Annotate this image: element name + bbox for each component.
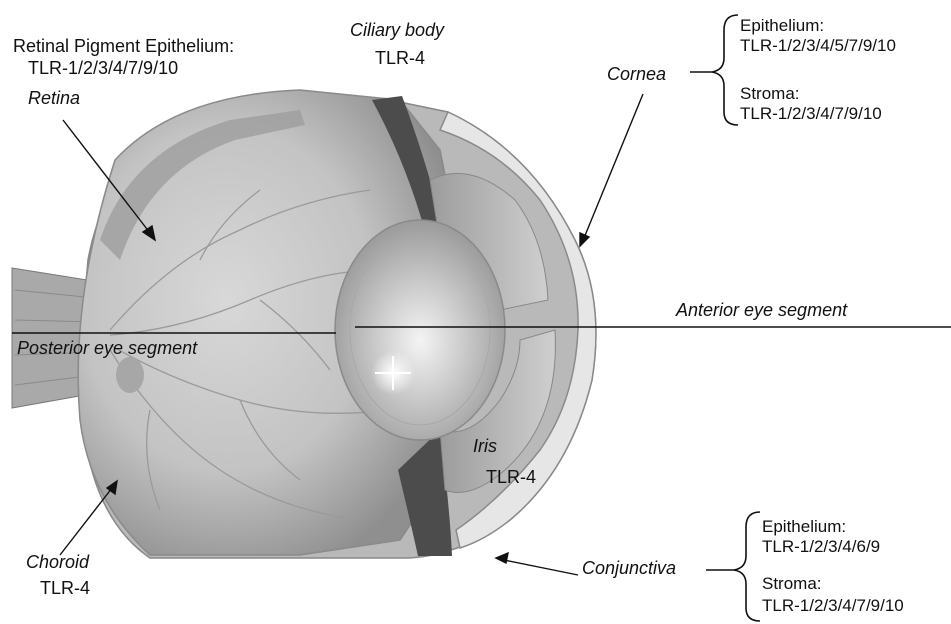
ciliary-body-tlr: TLR-4	[375, 48, 425, 68]
conjunctiva-pointer	[504, 560, 578, 575]
conjunctiva-epithelium-title: Epithelium:	[762, 517, 846, 537]
cornea-epithelium-tlr: TLR-1/2/3/4/5/7/9/10	[740, 36, 896, 56]
cornea-stroma-tlr: TLR-1/2/3/4/7/9/10	[740, 104, 882, 124]
cornea-stroma-title: Stroma:	[740, 84, 800, 104]
conjunctiva-stroma-title: Stroma:	[762, 574, 822, 594]
iris-tlr: TLR-4	[486, 467, 536, 487]
posterior-segment-label: Posterior eye segment	[17, 338, 197, 358]
anterior-segment-label: Anterior eye segment	[676, 300, 847, 320]
retina-label: Retina	[28, 88, 80, 108]
conjunctiva-label: Conjunctiva	[582, 558, 676, 578]
cornea-label: Cornea	[607, 64, 666, 84]
choroid-pointer	[60, 488, 112, 555]
lens-shape	[335, 220, 505, 440]
ciliary-body-label: Ciliary body	[350, 20, 444, 40]
optic-disc-shape	[116, 357, 144, 393]
iris-label: Iris	[473, 436, 497, 456]
cornea-epithelium-title: Epithelium:	[740, 16, 824, 36]
conjunctiva-epithelium-tlr: TLR-1/2/3/4/6/9	[762, 537, 880, 557]
conjunctiva-bracket	[734, 512, 760, 621]
cornea-bracket	[712, 15, 738, 125]
rpe-title: Retinal Pigment Epithelium:	[13, 36, 234, 56]
conjunctiva-stroma-tlr: TLR-1/2/3/4/7/9/10	[762, 596, 904, 616]
cornea-pointer	[584, 94, 643, 238]
rpe-tlr: TLR-1/2/3/4/7/9/10	[28, 58, 178, 78]
choroid-label: Choroid	[26, 552, 89, 572]
choroid-tlr: TLR-4	[40, 578, 90, 598]
